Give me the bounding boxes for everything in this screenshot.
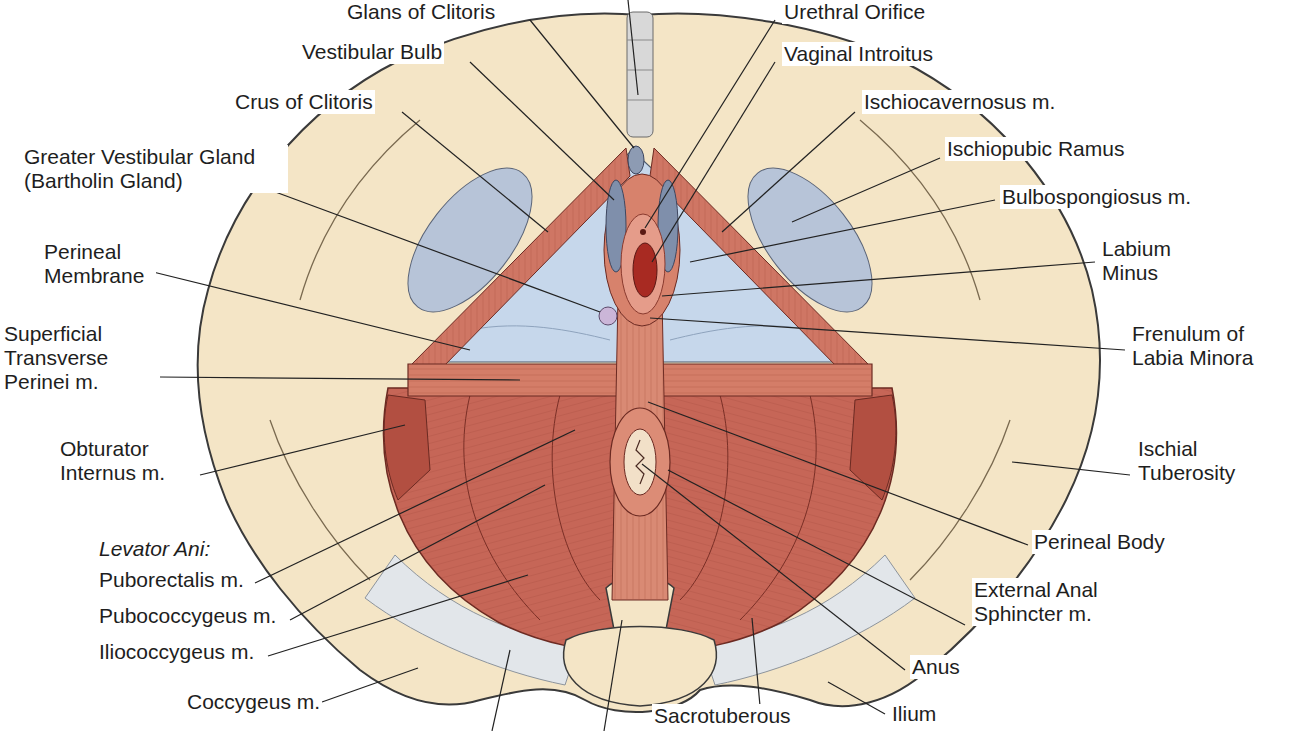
part-label: Coccygeus m. — [185, 690, 322, 714]
part-label: Anus — [910, 655, 962, 679]
part-label: Perineal Membrane — [42, 240, 156, 288]
part-label: Superficial Transverse Perinei m. — [2, 322, 156, 394]
part-label: Greater Vestibular Gland (Bartholin Glan… — [22, 145, 288, 193]
part-label: Ischiocavernosus m. — [862, 90, 1057, 114]
part-label: Levator Ani: — [97, 537, 212, 561]
part-label: Obturator Internus m. — [58, 437, 192, 485]
part-label: Vestibular Bulb — [300, 40, 444, 64]
part-label: Pubococcygeus m. — [97, 604, 278, 628]
part-label: Perineal Body — [1032, 530, 1167, 554]
part-label: Frenulum of Labia Minora — [1130, 322, 1294, 370]
part-label: Ischial Tuberosity — [1136, 437, 1270, 485]
part-label: External Anal Sphincter m. — [972, 578, 1136, 626]
part-label: Vaginal Introitus — [782, 42, 935, 66]
part-label: Ilium — [890, 702, 938, 726]
part-label: Urethral Orifice — [782, 0, 927, 24]
part-label: Bulbospongiosus m. — [1000, 185, 1193, 209]
part-label: Crus of Clitoris — [233, 90, 375, 114]
part-label: Ischiopubic Ramus — [945, 137, 1126, 161]
part-label: Labium Minus — [1100, 237, 1224, 285]
part-label: Iliococcygeus m. — [97, 640, 256, 664]
part-label: Glans of Clitoris — [345, 0, 497, 24]
part-label: Sacrotuberous — [652, 704, 793, 728]
part-label: Puborectalis m. — [97, 568, 246, 592]
